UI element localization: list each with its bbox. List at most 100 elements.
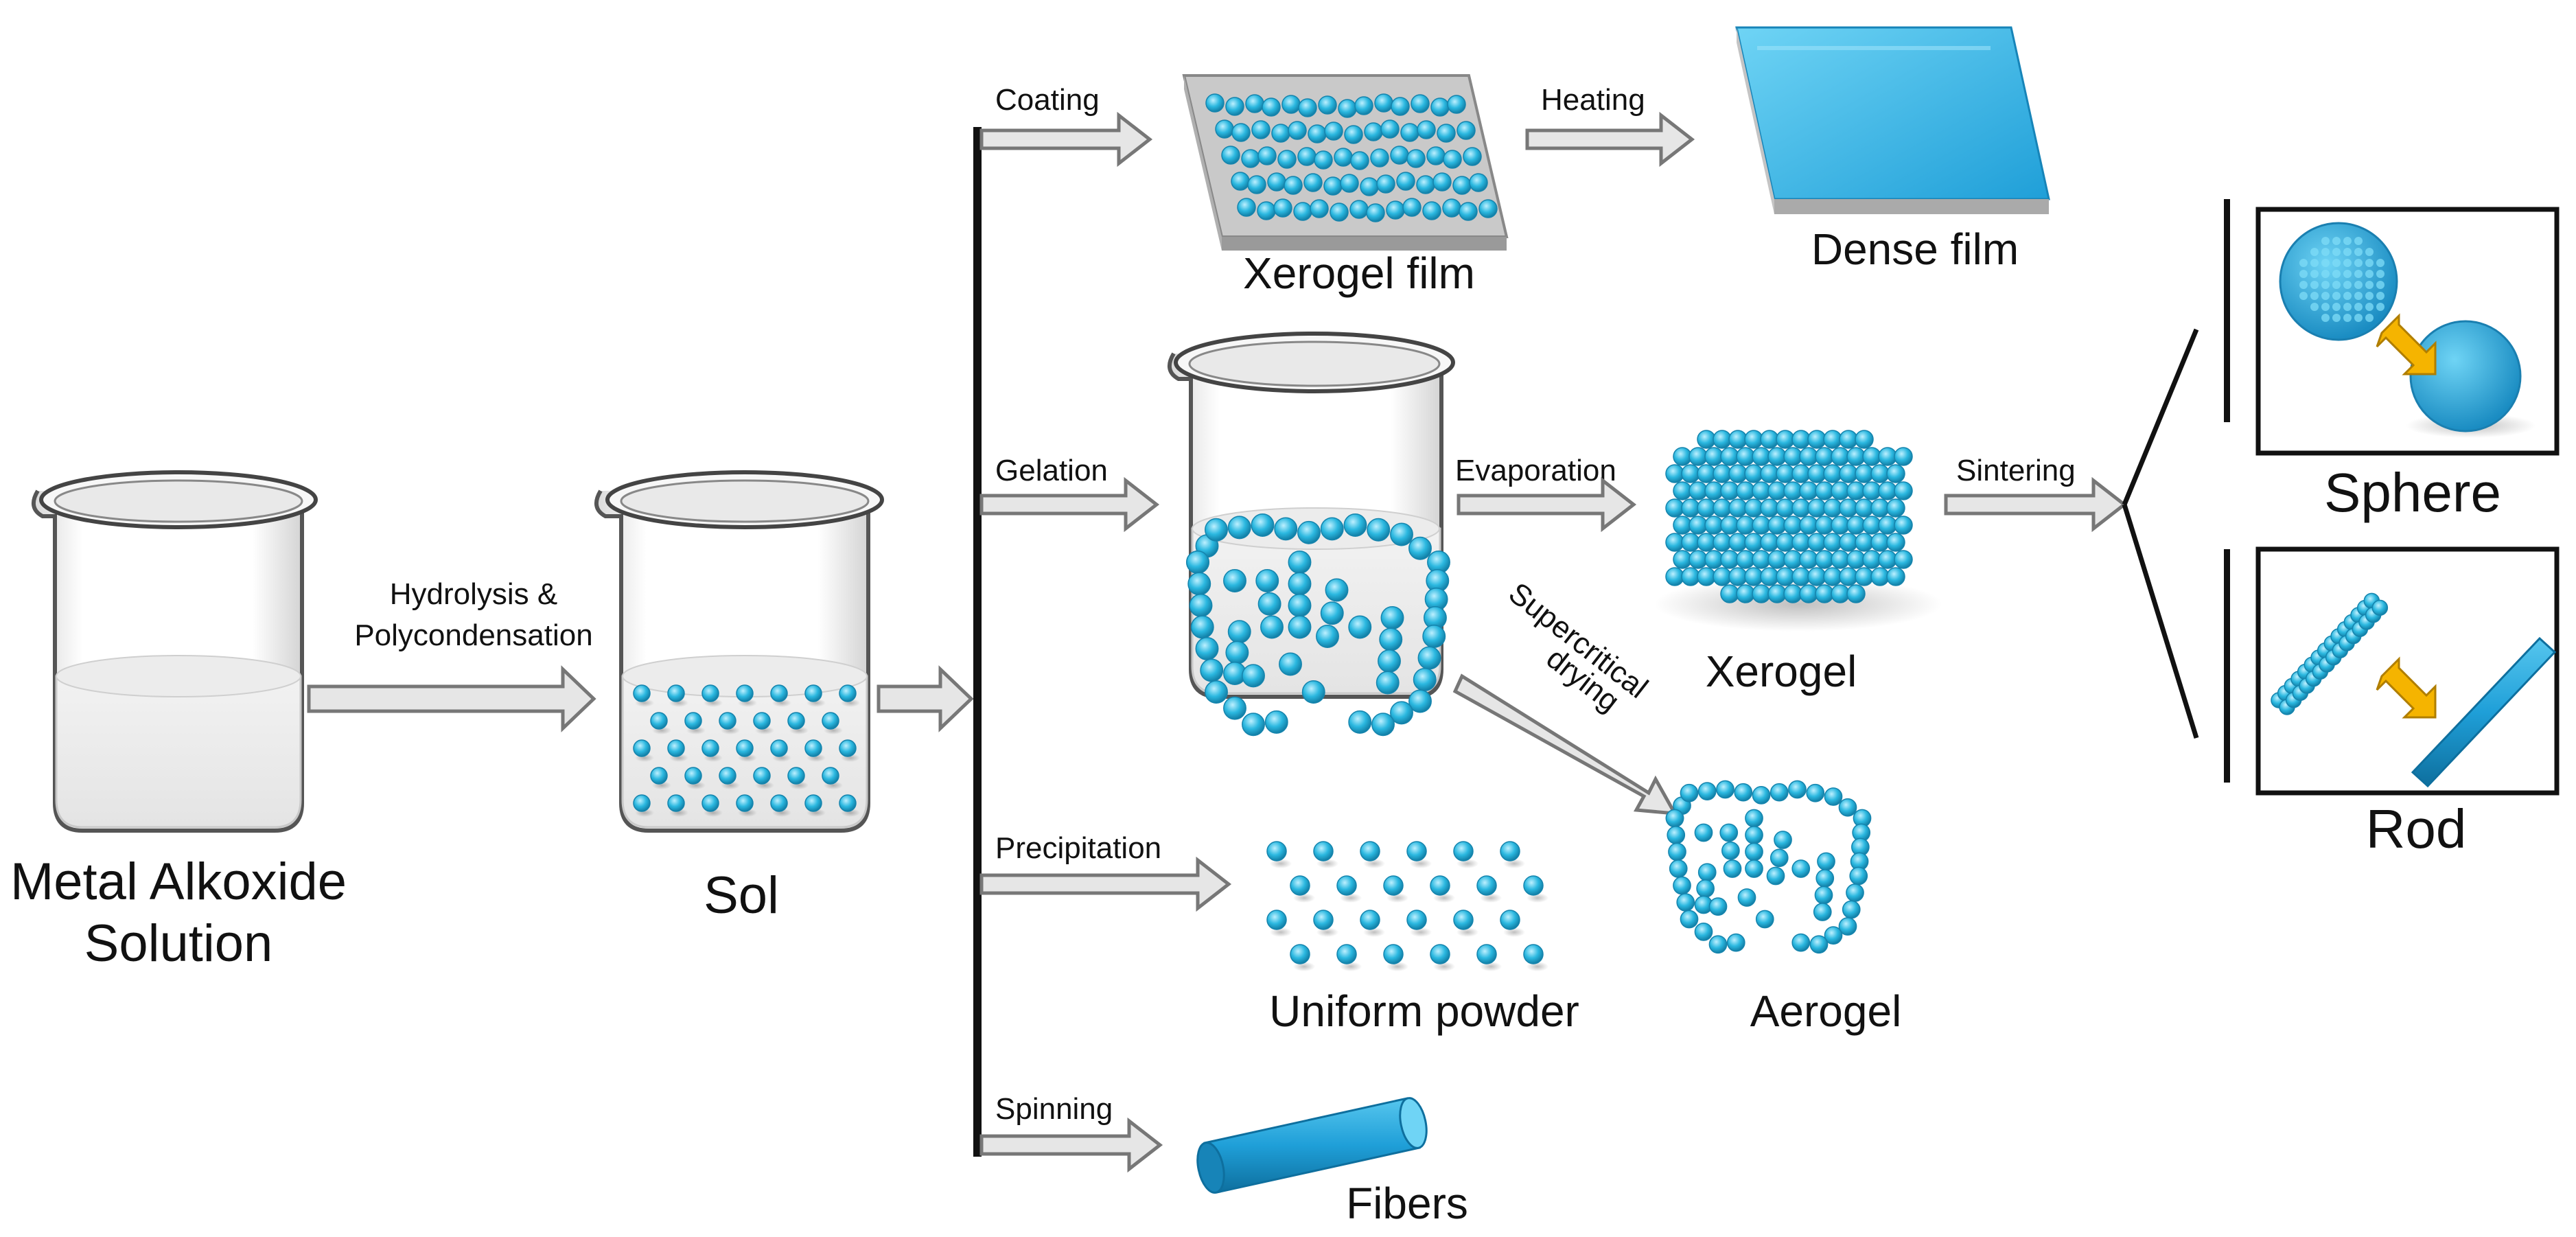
gel-particle xyxy=(1186,551,1209,574)
label-dense-film: Dense film xyxy=(1811,224,2019,274)
label-hydrolysis-line2: Polycondensation xyxy=(354,618,592,652)
xerogel-particle xyxy=(1776,498,1795,518)
film-particle xyxy=(1314,150,1333,170)
sol-particle xyxy=(839,794,857,812)
rod-dense xyxy=(2411,636,2557,788)
xerogel-film-particles xyxy=(1205,93,1498,222)
xerogel-particle xyxy=(1791,567,1811,586)
sphere-texture-dot xyxy=(2343,237,2352,245)
xerogel-particle xyxy=(1839,567,1858,586)
xerogel-particle xyxy=(1823,498,1842,518)
sphere-texture-dot xyxy=(2310,292,2319,300)
xerogel-particle xyxy=(1697,498,1716,518)
film-particle xyxy=(1293,202,1312,221)
xerogel-particle xyxy=(1799,550,1818,569)
xerogel-particle xyxy=(1736,447,1755,466)
gel-particle xyxy=(1288,615,1312,639)
label-metal-alkoxide-line1: Metal Alkoxide xyxy=(10,853,347,911)
film-particle xyxy=(1452,176,1472,195)
film-particle xyxy=(1422,201,1441,220)
gel-particle xyxy=(1325,578,1349,602)
sphere-texture-dot xyxy=(2354,270,2363,278)
sphere-texture-dot xyxy=(2332,248,2341,256)
xerogel-particle xyxy=(1665,533,1684,552)
sphere-texture-dot xyxy=(2343,270,2352,278)
xerogel-particle xyxy=(1831,516,1850,535)
xerogel-particle xyxy=(1752,550,1771,569)
sol-particle xyxy=(736,739,754,757)
beaker-sol xyxy=(594,470,884,833)
powder-particle xyxy=(1360,841,1380,862)
xerogel-particle xyxy=(1697,533,1716,552)
aerogel-particle xyxy=(1755,910,1774,929)
arrow-sintering xyxy=(1944,476,2128,533)
sphere-texture-dot xyxy=(2321,270,2330,278)
rod-box xyxy=(2255,546,2560,796)
xerogel-particle xyxy=(1720,447,1739,466)
rod-porous xyxy=(2271,592,2389,715)
xerogel-particle xyxy=(1673,481,1692,500)
sol-particle xyxy=(736,684,754,702)
xerogel-particle xyxy=(1681,533,1700,552)
gel-particle xyxy=(1187,572,1211,596)
aerogel-network xyxy=(1665,780,1872,954)
xerogel-particle xyxy=(1878,516,1897,535)
aerogel-particle xyxy=(1697,782,1717,800)
beaker-gel xyxy=(1167,332,1455,737)
sol-particle xyxy=(701,739,719,757)
film-particle xyxy=(1334,148,1353,167)
xerogel-particle xyxy=(1878,481,1897,500)
xerogel-particle xyxy=(1799,447,1818,466)
film-particle xyxy=(1215,119,1234,139)
film-particle xyxy=(1267,172,1286,192)
xerogel-particle xyxy=(1776,464,1795,483)
xerogel-particle xyxy=(1776,430,1795,449)
xerogel-particle xyxy=(1720,584,1739,603)
xerogel-particle xyxy=(1807,567,1826,586)
sphere-texture-dot xyxy=(2365,314,2374,322)
gel-particle xyxy=(1380,606,1404,629)
xerogel-particle xyxy=(1728,464,1748,483)
gel-network xyxy=(1186,513,1450,737)
film-particle xyxy=(1426,146,1446,165)
sphere-texture-dot xyxy=(2376,259,2384,267)
xerogel-particle xyxy=(1689,550,1708,569)
sol-particle xyxy=(822,767,839,785)
gel-particle xyxy=(1343,513,1367,537)
xerogel-particle xyxy=(1886,498,1905,518)
xerogel-particle xyxy=(1839,533,1858,552)
powder-particle xyxy=(1500,910,1520,930)
xerogel-particle xyxy=(1783,550,1802,569)
sphere-texture-dot xyxy=(2354,314,2363,322)
film-particle xyxy=(1247,175,1266,194)
film-particle xyxy=(1245,94,1264,113)
film-particle xyxy=(1370,148,1389,167)
powder-particle xyxy=(1383,875,1404,896)
gel-particle xyxy=(1390,522,1413,546)
gel-particle xyxy=(1242,664,1265,688)
aerogel-particle xyxy=(1769,848,1789,868)
sphere-texture-dot xyxy=(2299,270,2308,278)
aerogel-particle xyxy=(1842,900,1861,919)
film-particle xyxy=(1411,94,1430,113)
sol-particle xyxy=(667,739,685,757)
label-metal-alkoxide-line2: Solution xyxy=(84,914,273,973)
sol-particles xyxy=(633,684,860,817)
gel-particle xyxy=(1288,572,1312,596)
sphere-texture-dot xyxy=(2321,303,2330,311)
label-rod: Rod xyxy=(2366,798,2467,859)
gel-particle xyxy=(1223,696,1246,720)
film-particle xyxy=(1396,172,1415,191)
sol-particle xyxy=(770,794,788,812)
aerogel-particle xyxy=(1752,786,1771,805)
film-particle xyxy=(1288,121,1307,140)
aerogel-particle xyxy=(1838,917,1857,936)
sol-particle xyxy=(684,767,702,785)
xerogel-particle xyxy=(1713,464,1732,483)
xerogel-particle xyxy=(1886,533,1905,552)
powder-particle xyxy=(1453,910,1474,930)
xerogel-particle xyxy=(1791,498,1811,518)
aerogel-particle xyxy=(1665,809,1684,828)
xerogel-particle xyxy=(1767,447,1787,466)
